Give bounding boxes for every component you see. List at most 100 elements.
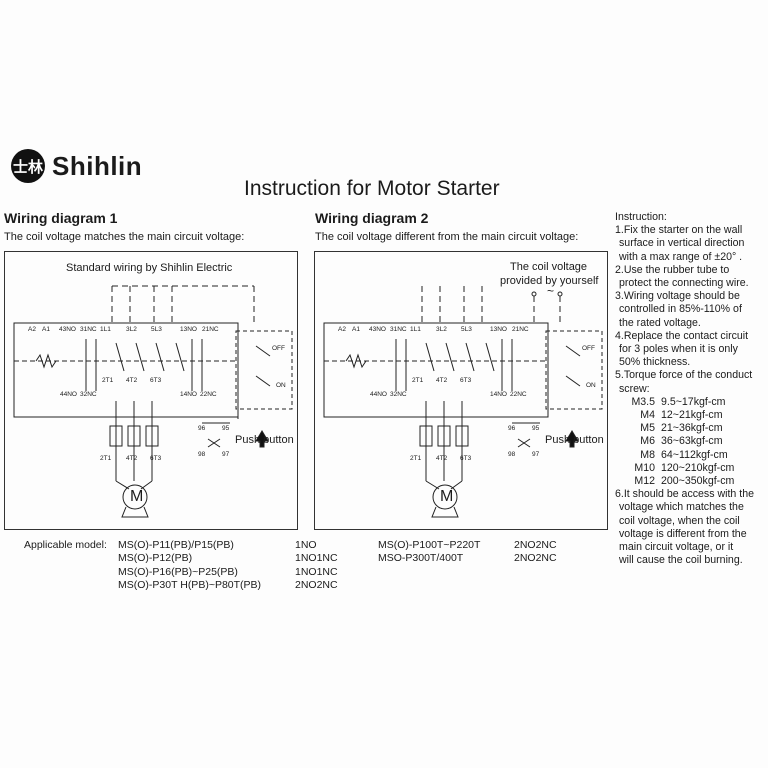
label2-97: 97 [532,451,540,458]
label-6t3: 6T3 [150,377,162,384]
instruction-line: 2.Use the rubber tube to [615,263,730,276]
label-21nc: 21NC [202,326,219,333]
torque-size: M12 [634,475,655,488]
label-5l3: 5L3 [151,326,162,333]
label-44no: 44NO [60,391,77,398]
instruction-line: voltage is different from the [619,527,747,540]
label2-2t1: 2T1 [412,377,424,384]
label-a1: A1 [42,326,50,333]
torque-size: M5 [640,422,655,435]
diagram1-heading: Wiring diagram 1 [4,210,118,226]
wiring-diagram-1-drawing [13,285,293,518]
instruction-line: surface in vertical direction [619,237,745,250]
label-motor-4t2: 4T2 [126,455,138,462]
label2-motor-4t2: 4T2 [436,455,448,462]
instruction-line: controlled in 85%-110% of [619,303,742,316]
instruction-line: for 3 poles when it is only [619,343,738,356]
label-a2: A2 [28,326,36,333]
instruction-line: main circuit voltage, or it [619,541,734,554]
label2-43no: 43NO [369,326,386,333]
brand: 士林 Shihlin [10,148,142,184]
model-name: MS(O)-P16(PB)~P25(PB) [118,565,238,578]
diagram1-caption: Standard wiring by Shihlin Electric [66,262,233,274]
label2-a2: A2 [338,326,346,333]
model-contacts: 2NO2NC [514,552,557,565]
wiring-diagram-1 [4,251,298,530]
torque-size: M4 [640,409,655,422]
instruction-line: coil voltage, when the coil [619,514,740,527]
models-right-contacts: 2NO2NC 2NO2NC [514,539,557,566]
label2-22nc: 22NC [510,391,527,398]
model-name: MSO-P300T/400T [378,552,464,565]
diagram2-heading: Wiring diagram 2 [315,210,429,226]
shihlin-logo-icon: 士林 [11,149,45,183]
instructions-heading: Instruction: [615,211,667,223]
model-contacts: 1NO1NC [295,552,338,565]
model-contacts: 1NO1NC [295,565,338,578]
label2-4t2: 4T2 [436,377,448,384]
models-right-names: MS(O)-P100T~P220T MSO-P300T/400T [378,539,480,566]
diagram2-subtitle: The coil voltage different from the main… [315,231,579,243]
instruction-line: 4.Replace the contact circuit [615,329,749,342]
label2-motor-2t1: 2T1 [410,455,422,462]
torque-size: M6 [640,435,655,448]
ac-tilde: ~ [547,284,555,298]
label2-a1: A1 [352,326,360,333]
models-left-names: MS(O)-P11(PB)/P15(PB) MS(O)-P12(PB) MS(O… [118,539,261,592]
torque-range: 21~36kgf-cm [661,422,723,435]
model-name: MS(O)-P30T H(PB)~P80T(PB) [118,578,262,591]
torque-size: M3.5 [631,395,655,408]
torque-range: 120~210kgf-cm [661,461,735,474]
instruction-line: with a max range of ±20° . [619,250,743,263]
instruction-line: screw: [619,382,650,395]
label-13no: 13NO [180,326,197,333]
label-on: ON [276,382,286,389]
label2-motor-6t3: 6T3 [460,455,472,462]
torque-row: M5 21~36kgf-cm [615,422,767,435]
label-motor-2t1: 2T1 [100,455,112,462]
diagram1-subtitle: The coil voltage matches the main circui… [4,231,245,243]
label2-13no: 13NO [490,326,507,333]
label2-5l3: 5L3 [461,326,472,333]
instructions: Instruction: 1.Fix the starter on the wa… [615,211,767,567]
label-14no: 14NO [180,391,197,398]
label2-14no: 14NO [490,391,507,398]
push-button-label-2: Push button [545,434,604,446]
torque-range: 64~112kgf-cm [661,448,728,461]
label-32nc: 32NC [80,391,97,398]
instruction-line: the rated voltage. [619,316,701,329]
label2-on: ON [586,382,596,389]
label2-44no: 44NO [370,391,387,398]
label2-98: 98 [508,451,516,458]
instruction-line: 5.Torque force of the conduct [615,369,753,382]
label2-6t3: 6T3 [460,377,472,384]
torque-row: M10 120~210kgf-cm [615,462,767,475]
label-4t2: 4T2 [126,377,138,384]
label-95: 95 [222,425,230,432]
models-label: Applicable model: [24,539,107,551]
torque-row: M12 200~350kgf-cm [615,475,767,488]
label-22nc: 22NC [200,391,217,398]
label2-32nc: 32NC [390,391,407,398]
instruction-line: 50% thickness. [619,356,691,369]
label2-21nc: 21NC [512,326,529,333]
torque-range: 9.5~17kgf-cm [661,395,726,408]
page-title: Instruction for Motor Starter [244,177,500,200]
label-3l2: 3L2 [126,326,137,333]
motor-label-2: M [440,488,454,505]
label2-96: 96 [508,425,516,432]
instruction-line: 3.Wiring voltage should be [615,290,740,303]
label2-off: OFF [582,345,595,352]
label-31nc: 31NC [80,326,97,333]
label2-31nc: 31NC [390,326,407,333]
model-contacts: 2NO2NC [295,578,338,591]
diagram2-caption-line1: The coil voltage [510,261,588,273]
instruction-line: 6.It should be access with the [615,488,754,501]
torque-row: M4 12~21kgf-cm [615,409,767,422]
label-motor-6t3: 6T3 [150,455,162,462]
torque-range: 200~350kgf-cm [661,475,735,488]
torque-size: M10 [634,461,655,474]
torque-range: 12~21kgf-cm [661,409,723,422]
